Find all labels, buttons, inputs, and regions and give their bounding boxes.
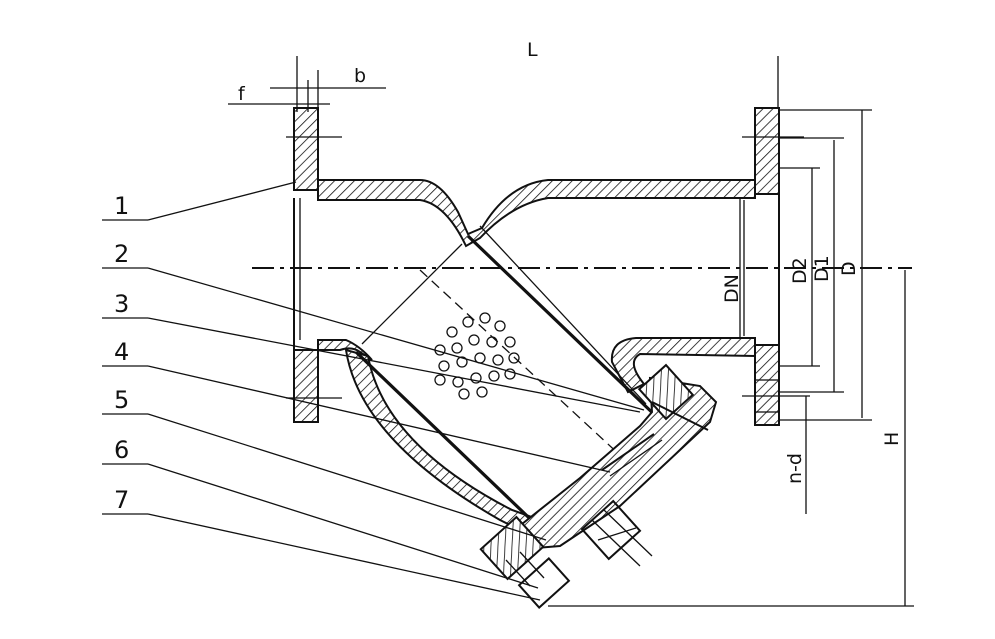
part-callouts	[102, 181, 645, 601]
part-number-7: 7	[114, 486, 129, 514]
dim-label-D2: D2	[789, 257, 811, 284]
part-number-5: 5	[114, 386, 129, 414]
left-flange	[286, 107, 342, 423]
dim-label-L: L	[527, 39, 538, 61]
right-flange	[742, 107, 810, 426]
dim-label-f: f	[238, 83, 246, 105]
dim-label-H: H	[881, 432, 903, 446]
body-upper-wall	[317, 179, 756, 248]
part-number-2: 2	[114, 240, 129, 268]
bonnet-bolts	[580, 363, 709, 567]
screen-perforations	[434, 312, 520, 400]
part-number-4: 4	[114, 338, 129, 366]
bonnet-cover	[518, 376, 718, 550]
dim-label-DN: DN	[721, 274, 743, 303]
dim-label-n-d: n-d	[784, 453, 806, 484]
part-number-3: 3	[114, 290, 129, 318]
dim-label-D1: D1	[811, 255, 833, 282]
part-number-1: 1	[114, 192, 129, 220]
drain-plug	[479, 515, 571, 609]
part-number-6: 6	[114, 436, 129, 464]
dimension-lines	[228, 56, 914, 607]
dim-label-D: D	[838, 261, 860, 276]
dim-label-b: b	[354, 65, 366, 87]
